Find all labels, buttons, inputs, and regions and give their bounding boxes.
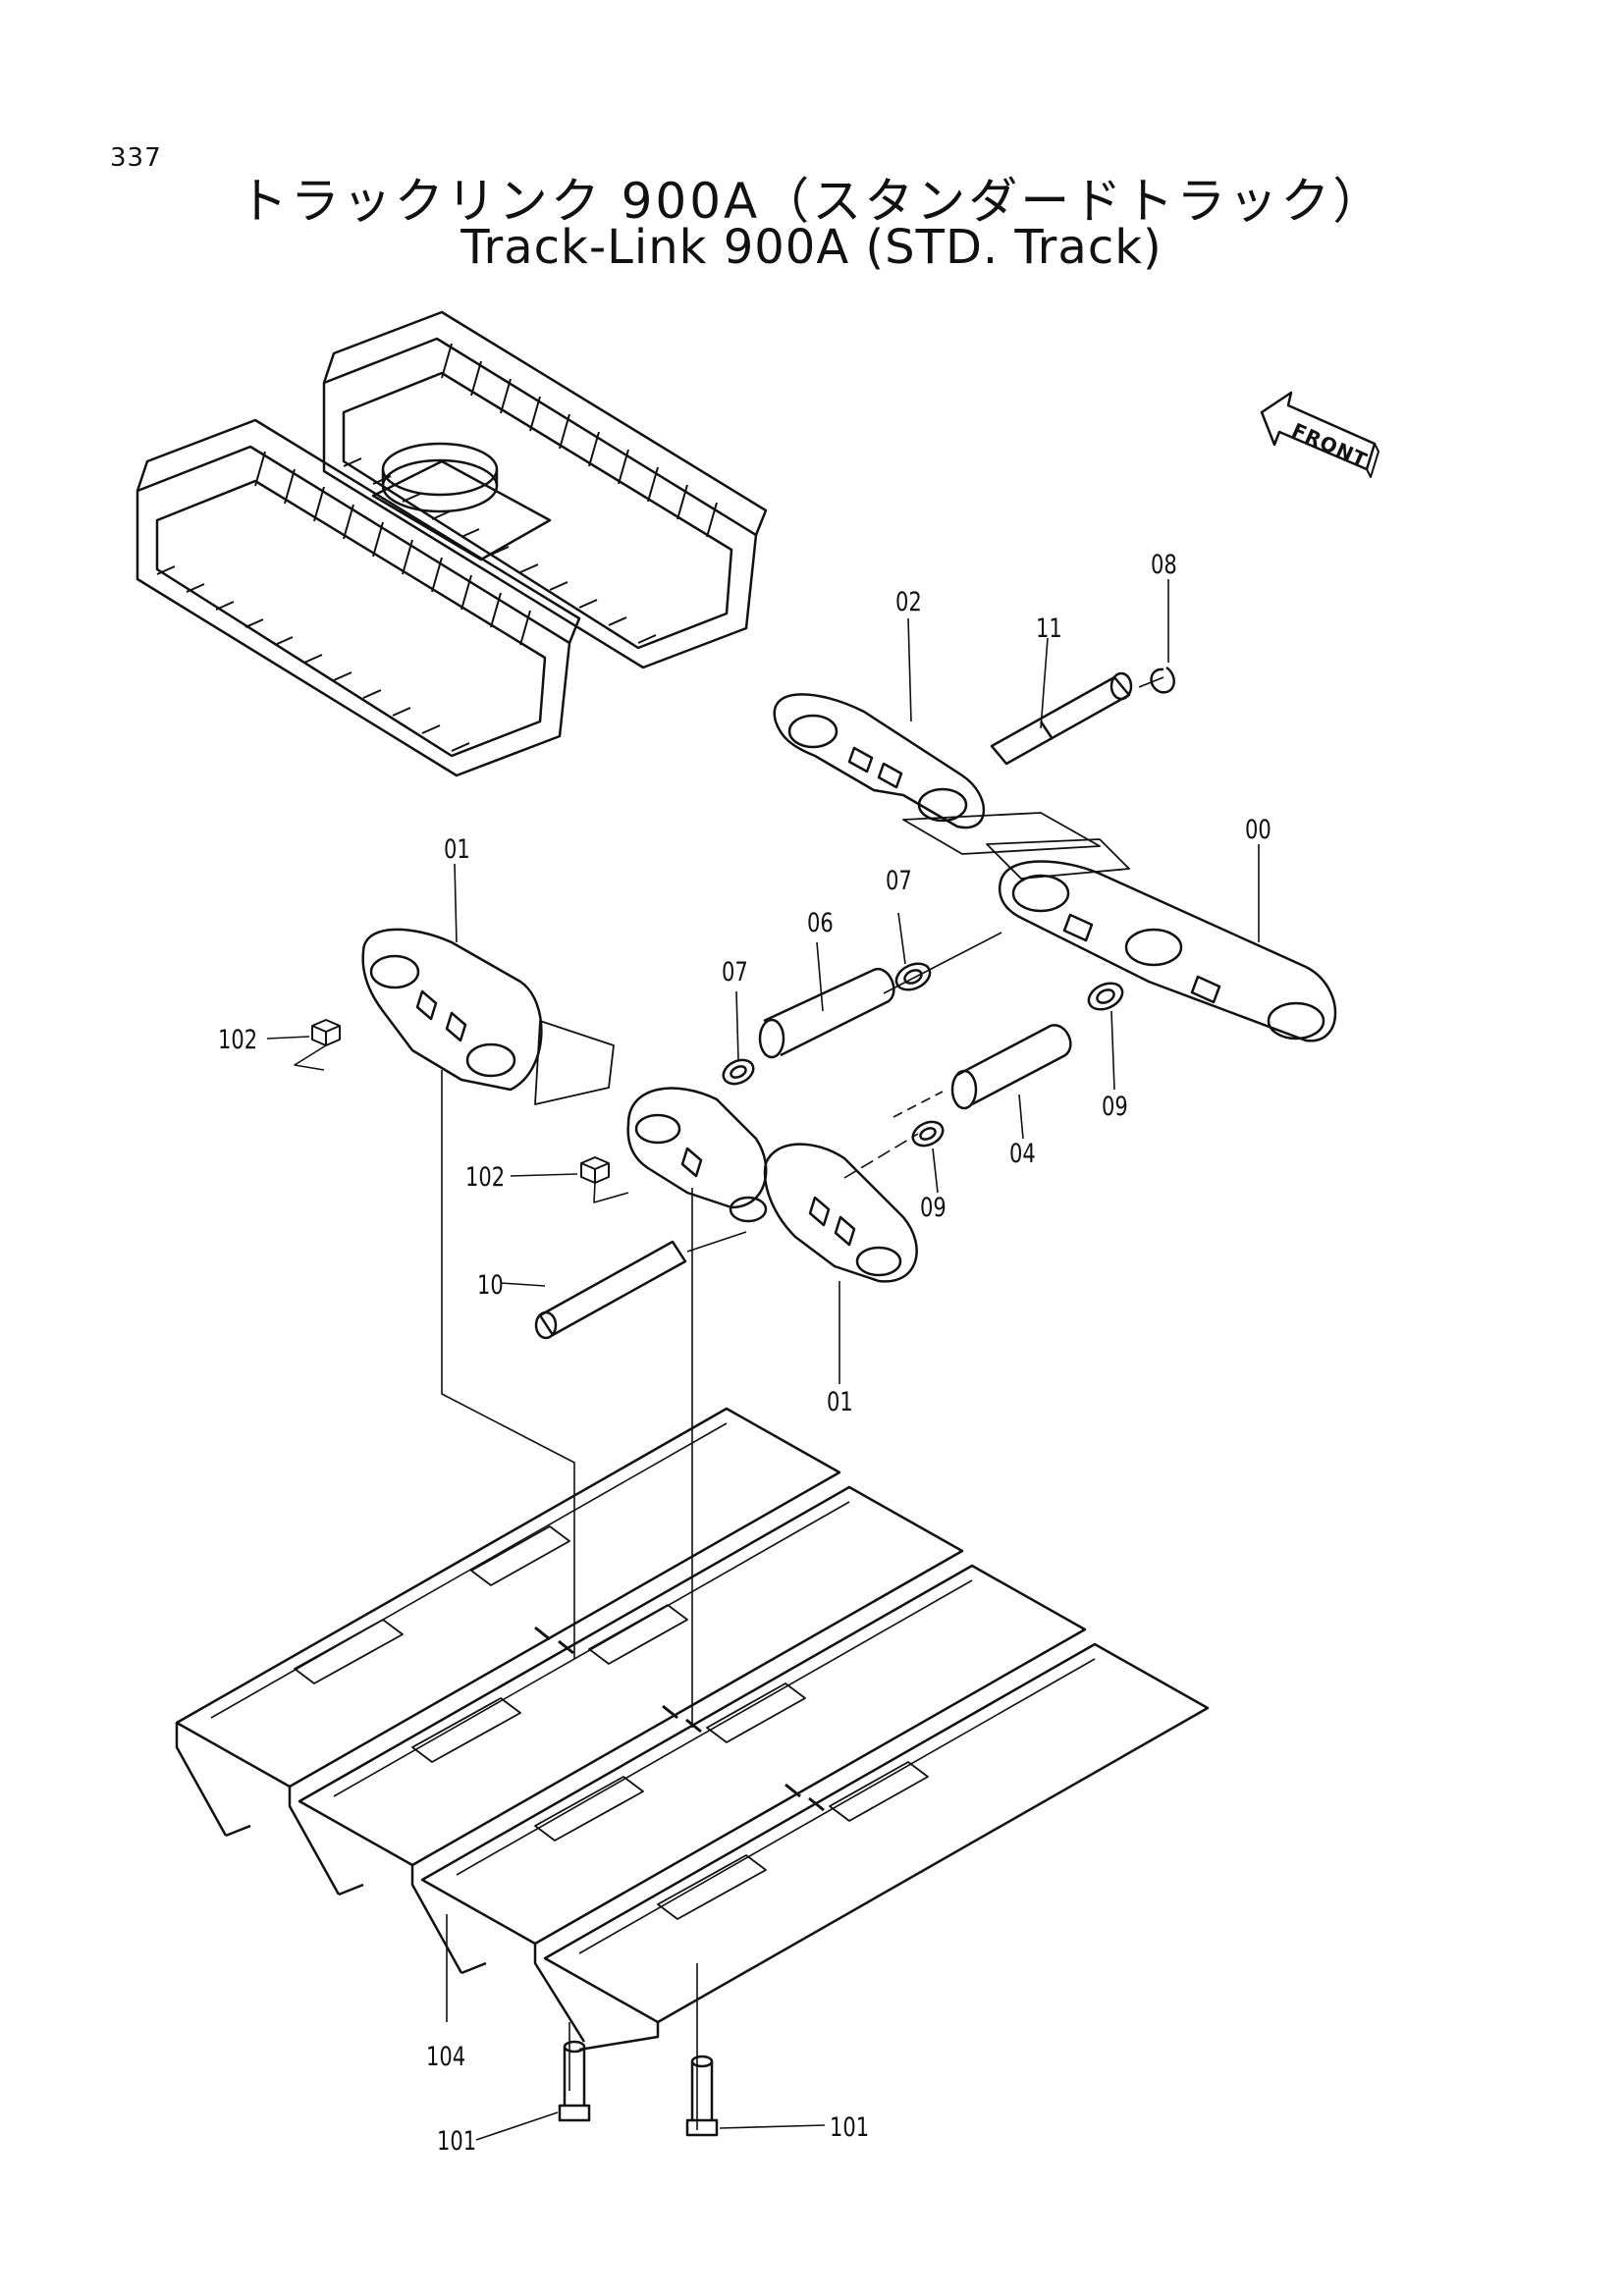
seal-09-left bbox=[911, 1120, 945, 1148]
pin-10 bbox=[534, 1240, 687, 1340]
callout-07-right: 07 bbox=[886, 866, 912, 896]
callout-101-right: 101 bbox=[830, 2112, 870, 2143]
callout-10: 10 bbox=[477, 1270, 504, 1301]
bushing-04 bbox=[950, 1024, 1072, 1110]
gasket-plate-00 bbox=[986, 838, 1130, 880]
callout-09-right: 09 bbox=[1102, 1092, 1128, 1122]
gasket-plate-01-upper bbox=[534, 1020, 615, 1105]
callout-102-lower: 102 bbox=[465, 1162, 506, 1193]
nut-102-lower bbox=[580, 1156, 610, 1184]
seal-09-right bbox=[1087, 982, 1124, 1011]
bolt-101-left bbox=[558, 2040, 591, 2122]
callout-01-lower: 01 bbox=[827, 1387, 853, 1417]
ring-08 bbox=[1150, 666, 1175, 694]
callout-11: 11 bbox=[1036, 614, 1062, 644]
callout-07-left: 07 bbox=[722, 957, 748, 988]
bolt-101-right bbox=[685, 2055, 719, 2137]
callout-102-upper: 102 bbox=[218, 1025, 258, 1055]
callout-06: 06 bbox=[807, 908, 834, 938]
callout-08: 08 bbox=[1151, 550, 1177, 580]
gasket-plate-02 bbox=[902, 812, 1101, 855]
seal-07-right bbox=[894, 962, 932, 991]
callout-09-left: 09 bbox=[920, 1193, 947, 1223]
link-01-middle bbox=[626, 1087, 768, 1209]
bushing-06 bbox=[758, 968, 895, 1059]
link-00 bbox=[998, 860, 1337, 1042]
track-shoes bbox=[175, 1407, 1210, 2052]
callout-00: 00 bbox=[1245, 815, 1271, 845]
callout-01-upper: 01 bbox=[444, 834, 470, 865]
title-japanese: トラックリンク 900A（スタンダードトラック） bbox=[238, 173, 1385, 230]
link-01-upper bbox=[361, 928, 543, 1092]
link-01-lower bbox=[729, 1143, 918, 1283]
pin-11 bbox=[990, 671, 1133, 766]
front-arrow-icon bbox=[1260, 391, 1380, 478]
callout-02: 02 bbox=[895, 587, 922, 617]
callout-101-left: 101 bbox=[437, 2126, 477, 2157]
title-english: Track-Link 900A (STD. Track) bbox=[460, 220, 1163, 275]
nut-102-upper bbox=[311, 1019, 341, 1046]
callout-104: 104 bbox=[426, 2042, 466, 2072]
seal-07-left bbox=[722, 1058, 755, 1086]
callout-04: 04 bbox=[1009, 1139, 1036, 1169]
leader-lines bbox=[266, 579, 1260, 2141]
page-number: 337 bbox=[110, 143, 162, 173]
undercarriage-overview bbox=[135, 310, 768, 777]
link-02 bbox=[773, 693, 986, 829]
